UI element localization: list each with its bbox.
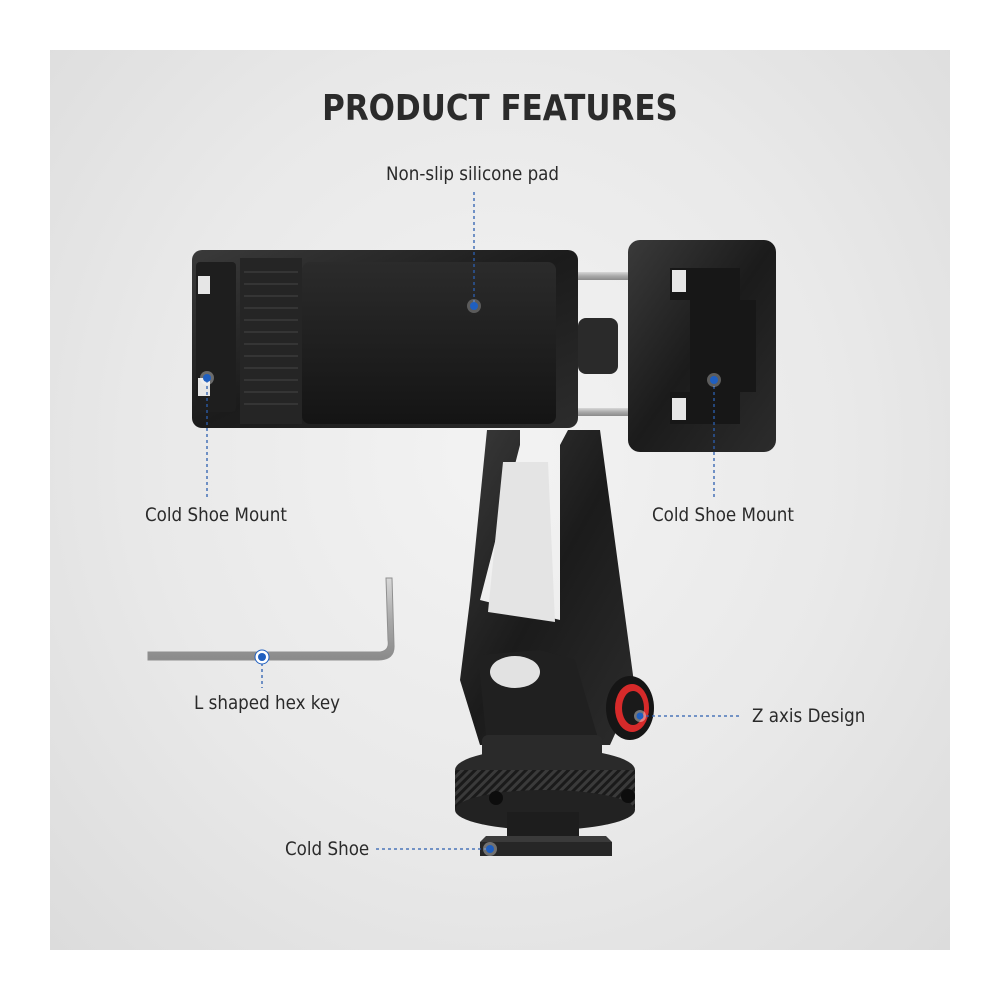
side-cold-shoe-block xyxy=(628,240,776,452)
label-cold-shoe-mount-right: Cold Shoe Mount xyxy=(652,504,794,526)
extension-rods xyxy=(578,272,634,416)
cold-shoe-foot xyxy=(480,812,612,856)
label-cold-shoe-mount-left: Cold Shoe Mount xyxy=(145,504,287,526)
marker-cold-shoe-mount-right xyxy=(707,373,721,387)
hex-key xyxy=(147,577,395,661)
marker-cold-shoe xyxy=(483,842,497,856)
page-title: PRODUCT FEATURES xyxy=(322,88,678,129)
label-z-axis: Z axis Design xyxy=(752,705,866,727)
callout-markers xyxy=(200,299,721,856)
label-silicone-pad: Non-slip silicone pad xyxy=(386,163,560,185)
marker-z-axis xyxy=(634,710,646,722)
silicone-pad xyxy=(302,262,556,424)
label-hex-key: L shaped hex key xyxy=(194,692,341,714)
label-cold-shoe: Cold Shoe xyxy=(285,838,370,860)
z-axis-knob xyxy=(606,676,654,740)
callout-lines xyxy=(206,192,742,850)
marker-cold-shoe-mount-left xyxy=(200,371,214,385)
marker-silicone-pad xyxy=(467,299,481,313)
locking-wheel xyxy=(455,748,635,830)
phone-clamp xyxy=(192,250,618,428)
marker-hex-key xyxy=(254,649,270,665)
